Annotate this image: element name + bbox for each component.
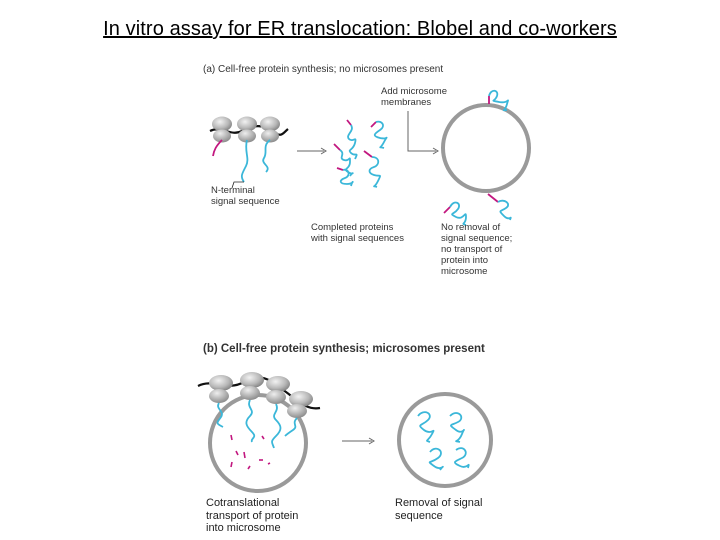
panel-a-heading: (a) Cell-free protein synthesis; no micr… [203, 64, 444, 75]
microsome-a [441, 103, 531, 193]
ribosome-b2 [240, 372, 264, 400]
label-add-microsome-line2: membranes [381, 97, 432, 108]
translocating-chain-b2 [245, 399, 256, 443]
translocating-chain-b3 [271, 403, 282, 449]
translocating-chain-b1 [216, 402, 224, 428]
arrow-a1 [297, 147, 327, 155]
outside-protein-3 [487, 193, 512, 221]
label-no-removal-line1: No removal of [441, 222, 501, 233]
label-completed-proteins: Completed proteins with signal sequences [311, 222, 404, 244]
slide-title: In vitro assay for ER translocation: Blo… [103, 18, 617, 40]
signal-pointer-line [231, 181, 244, 189]
ribosome-a1 [212, 116, 232, 143]
label-no-removal-line3: no transport of [441, 244, 503, 255]
completed-protein-5 [336, 167, 354, 187]
ribosome-a2 [237, 116, 257, 143]
label-cotranslational: Cotranslational transport of protein int… [206, 497, 298, 535]
completed-protein-3 [333, 143, 354, 177]
label-completed-line2: with signal sequences [311, 233, 404, 244]
label-removal: Removal of signal sequence [395, 497, 482, 522]
nascent-chain-a3 [262, 139, 271, 173]
completed-protein-1 [346, 119, 358, 160]
nascent-chain-a2 [240, 139, 249, 183]
label-completed-line1: Completed proteins [311, 222, 394, 233]
label-cotranslational-line1: Cotranslational [206, 497, 280, 509]
ribosome-b3 [266, 376, 290, 404]
label-removal-line1: Removal of signal [395, 497, 483, 509]
label-add-microsome-line1: Add microsome [381, 86, 447, 97]
folded-protein-b2 [449, 412, 465, 443]
label-no-removal: No removal of signal sequence; no transp… [441, 222, 512, 277]
label-no-removal-line2: signal sequence; [441, 233, 513, 244]
ribosome-a3 [260, 116, 280, 143]
translocating-chain-b4 [284, 417, 298, 437]
add-microsome-arrow [407, 111, 439, 155]
ribosome-b4 [287, 391, 313, 418]
completed-protein-4 [363, 150, 381, 188]
label-no-removal-line5: microsome [441, 266, 488, 277]
label-no-removal-line4: protein into [441, 255, 489, 266]
label-n-terminal: N-terminal signal sequence [211, 185, 280, 207]
folded-protein-b3 [428, 447, 444, 471]
label-n-terminal-line2: signal sequence [211, 196, 280, 207]
arrow-b [342, 437, 375, 445]
outside-protein-2 [443, 201, 467, 226]
label-removal-line2: sequence [395, 509, 443, 522]
folded-protein-b1 [417, 411, 435, 443]
label-n-terminal-line1: N-terminal [211, 185, 255, 196]
label-cotranslational-line3: into microsome [206, 522, 281, 534]
outside-protein-1 [488, 89, 509, 112]
microsome-b2 [397, 392, 493, 488]
label-add-microsome: Add microsome membranes [381, 86, 447, 108]
completed-protein-2 [370, 120, 388, 149]
ribosome-b1 [209, 375, 233, 403]
label-cotranslational-line2: transport of protein [206, 509, 299, 522]
folded-protein-b4 [454, 447, 470, 469]
panel-b-heading: (b) Cell-free protein synthesis; microso… [203, 343, 485, 355]
cleaved-signal-sequences [230, 434, 271, 470]
nascent-chain-a1 [212, 139, 223, 157]
